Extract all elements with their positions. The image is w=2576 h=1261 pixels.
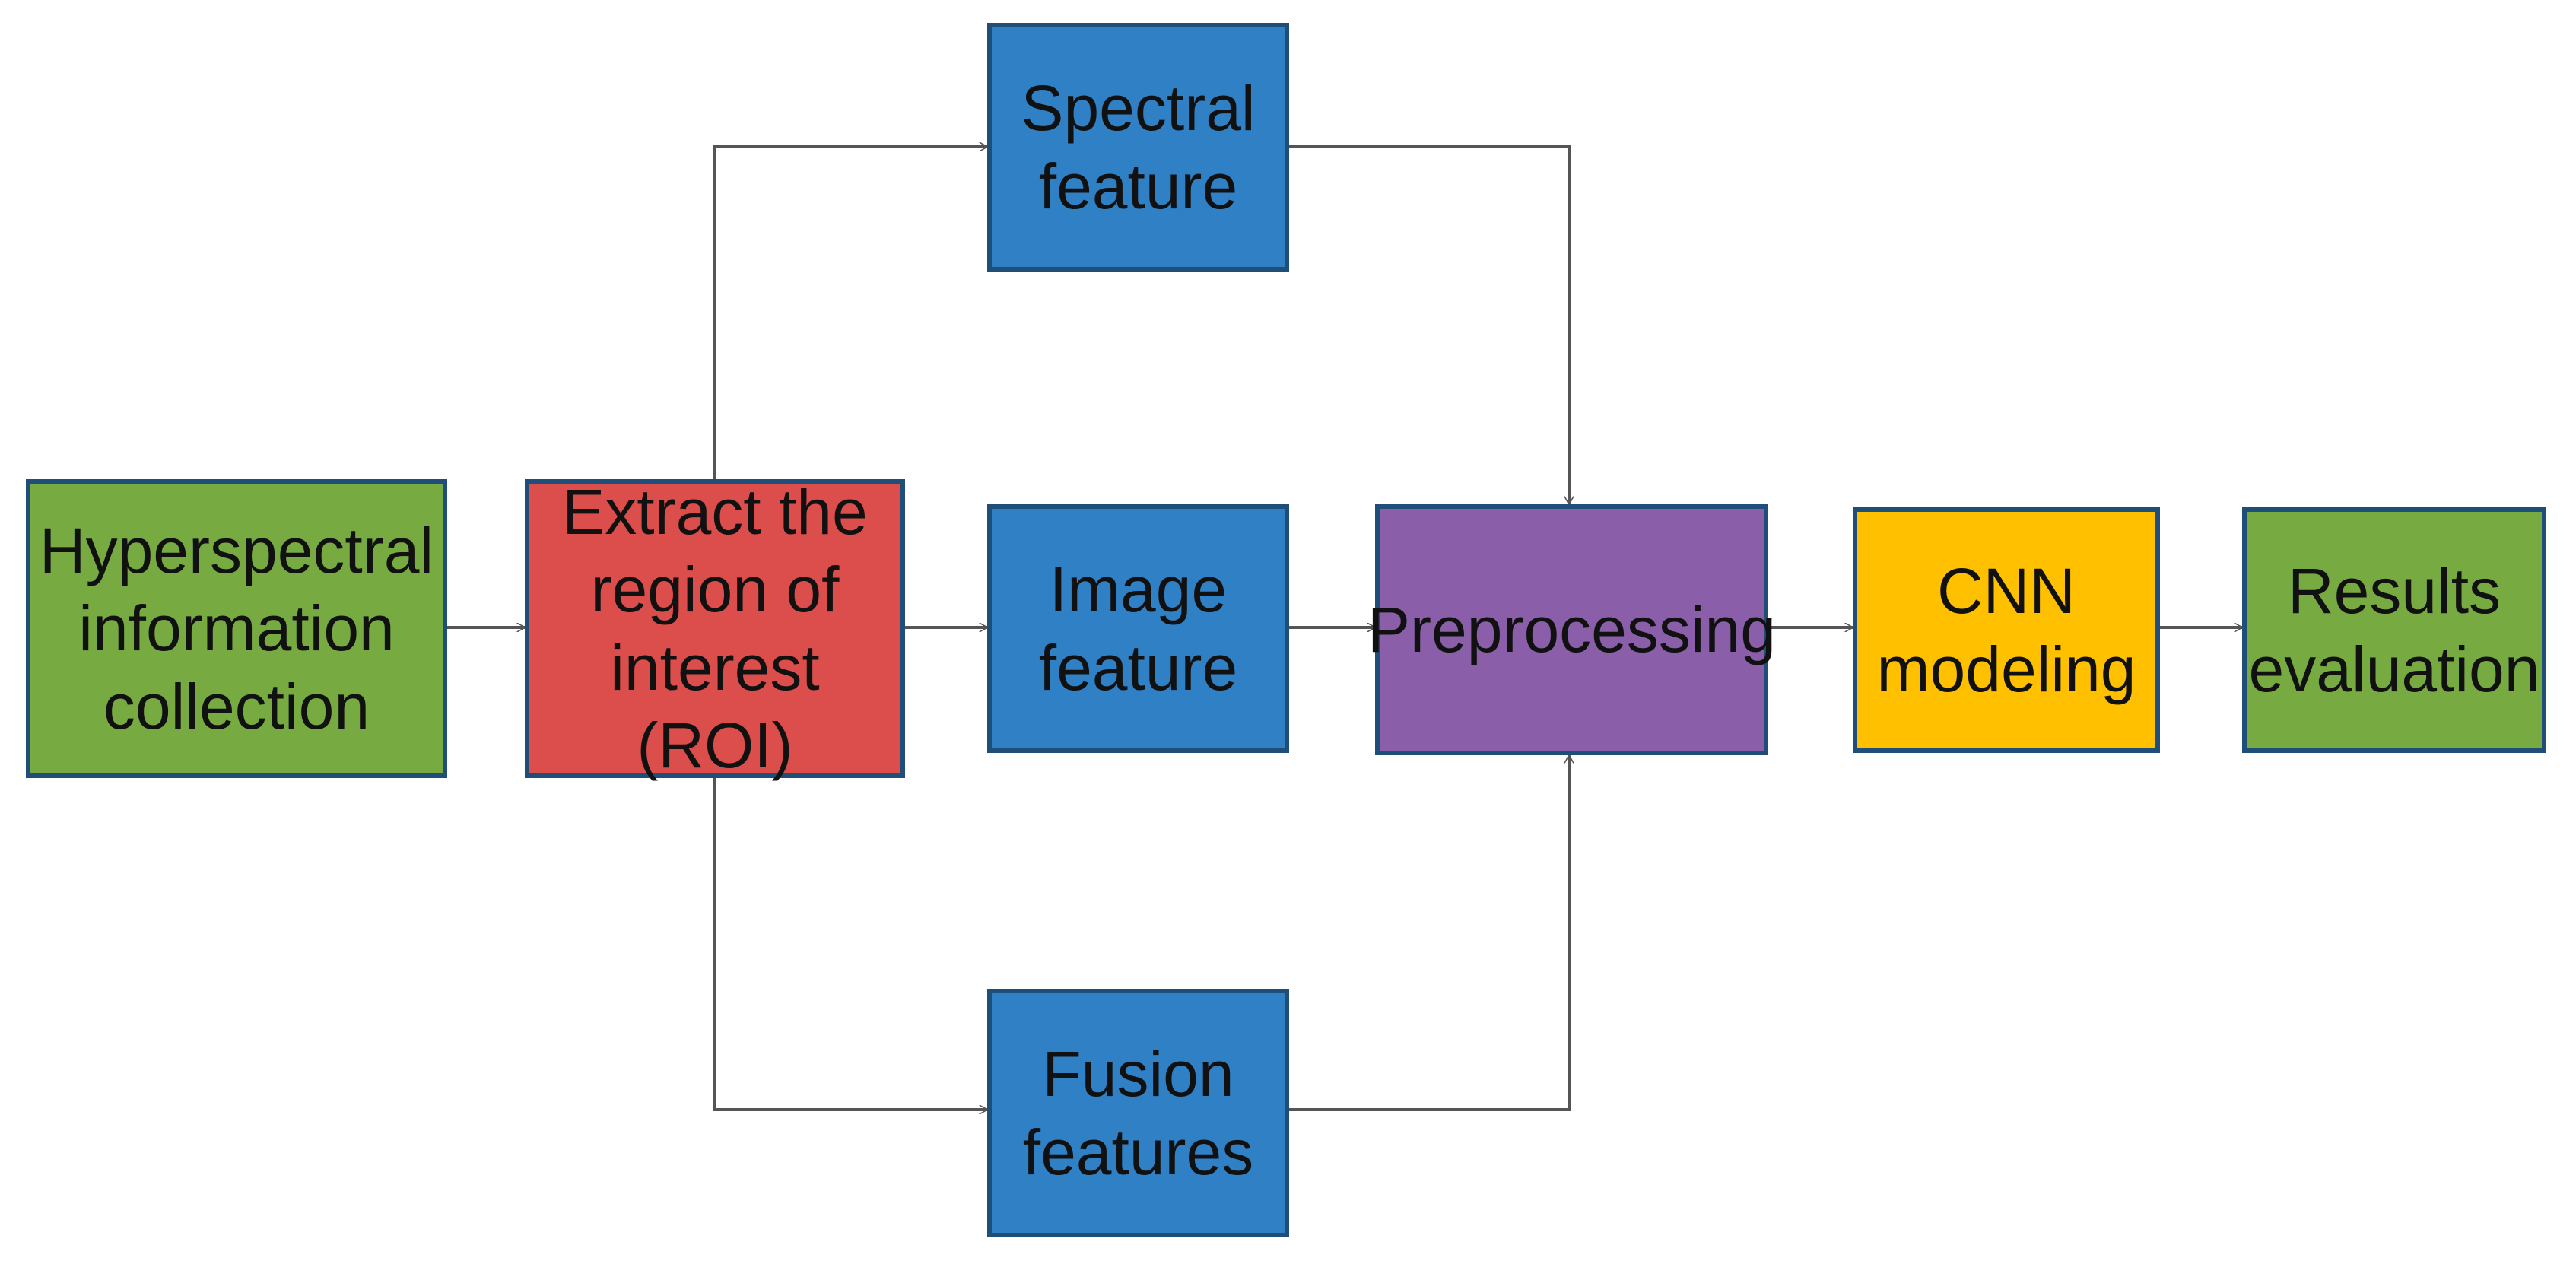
cnn-modeling-node: CNN modeling	[1853, 507, 2160, 753]
hyperspectral-node: Hyperspectral information collection	[26, 479, 447, 778]
results-evaluation-node: Results evaluation	[2242, 507, 2546, 753]
preprocessing-node: Preprocessing	[1367, 504, 1776, 755]
arrow-roi-to-spectral	[713, 147, 987, 479]
arrow-spectral-to-preprocessing	[1289, 145, 1569, 504]
arrow-fusion-to-preprocessing	[1289, 755, 1569, 1111]
fusion-features-node: Fusion features	[987, 989, 1289, 1237]
spectral-feature-node: Spectral feature	[987, 23, 1289, 272]
image-feature-node: Image feature	[987, 504, 1289, 753]
extract-roi-node: Extract the region of interest (ROI)	[525, 476, 905, 781]
arrow-roi-to-fusion	[713, 778, 987, 1110]
